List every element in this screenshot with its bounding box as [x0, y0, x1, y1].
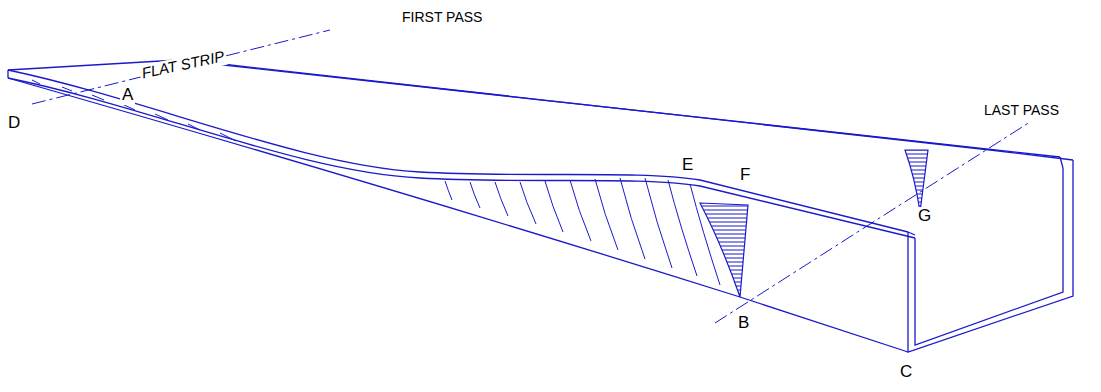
section-hatch	[700, 203, 748, 297]
point-label: B	[736, 314, 751, 333]
point-label: C	[898, 363, 914, 382]
view-label: FLAT STRIP	[138, 48, 227, 82]
strip-outline	[8, 60, 1073, 352]
section-hatch	[905, 150, 928, 212]
point-label: E	[680, 156, 695, 175]
point-label: A	[120, 86, 135, 105]
point-label: G	[916, 207, 933, 226]
view-label: FIRST PASS	[400, 10, 484, 25]
surface-hatching	[32, 80, 236, 141]
view-label: LAST PASS	[982, 103, 1061, 118]
point-label: D	[6, 114, 22, 133]
flange-hatching	[445, 178, 720, 285]
point-label: F	[738, 166, 752, 185]
pass-line	[32, 30, 1030, 323]
